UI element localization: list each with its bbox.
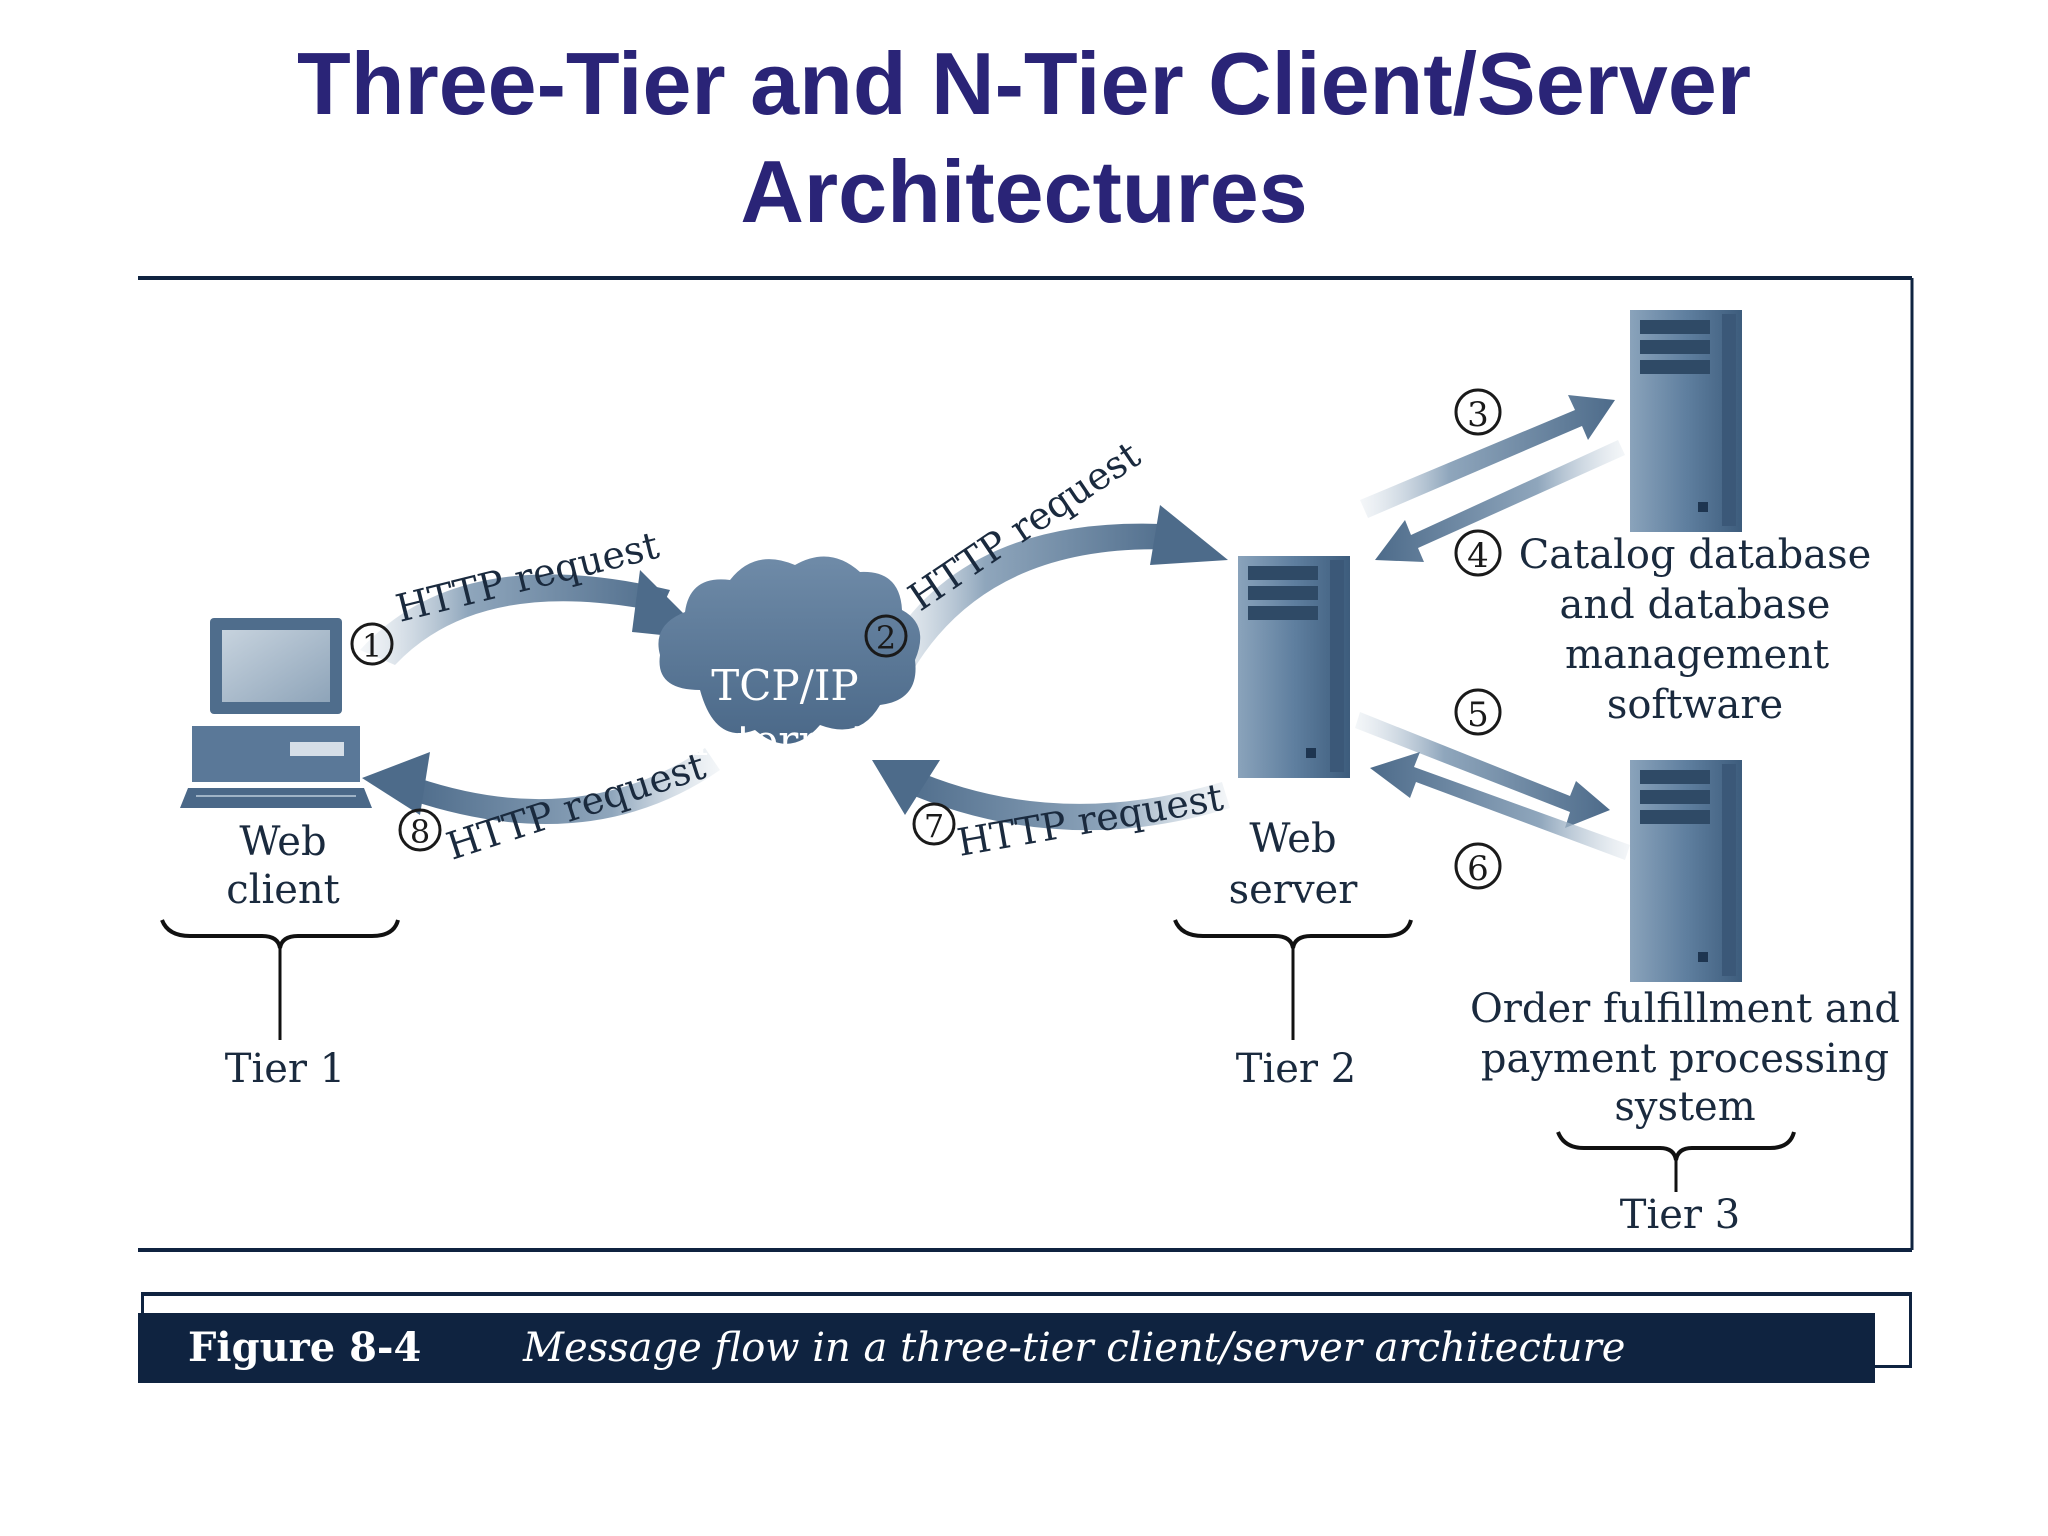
catalog-label-line-3: management xyxy=(1565,632,1829,678)
figure-caption-text: Message flow in a three-tier client/serv… xyxy=(523,1325,1626,1371)
tier-2-brace xyxy=(1173,919,1413,1040)
arrow-3 xyxy=(1360,395,1615,518)
step-5-number: 5 xyxy=(1467,695,1489,735)
tier-1-brace xyxy=(160,919,400,1040)
arrow-1-text: HTTP request xyxy=(392,523,664,631)
catalog-label-line-2: and database xyxy=(1560,582,1831,628)
figure-number: Figure 8-4 xyxy=(188,1324,422,1371)
cloud-label-line-1: TCP/IP xyxy=(711,661,858,710)
web-client-label-line-2: client xyxy=(226,867,340,913)
arrow-8-http-request xyxy=(362,748,720,824)
tier-3-brace xyxy=(1556,1131,1796,1192)
catalog-label-line-1: Catalog database xyxy=(1519,532,1872,578)
catalog-server-tower-icon xyxy=(1630,310,1742,532)
cloud-label-line-2: Internet xyxy=(693,716,867,765)
web-server-label-line-1: Web xyxy=(1249,816,1336,862)
internet-cloud-icon xyxy=(658,556,921,744)
step-6-badge: 6 xyxy=(1454,842,1502,890)
web-client-label-line-1: Web xyxy=(239,819,326,865)
step-4-number: 4 xyxy=(1467,536,1489,576)
order-label-line-1: Order fulfillment and xyxy=(1470,986,1900,1032)
tier-1-label: Tier 1 xyxy=(225,1046,345,1092)
web-client-computer-icon xyxy=(180,618,372,808)
order-label-line-3: system xyxy=(1614,1084,1755,1130)
step-3-number: 3 xyxy=(1467,395,1489,435)
step-7-number: 7 xyxy=(924,807,944,845)
arrow-7-http-request xyxy=(872,760,1230,831)
title-line-2: Architectures xyxy=(740,142,1308,241)
arrow-5 xyxy=(1355,712,1610,828)
order-label-line-2: payment processing xyxy=(1481,1036,1889,1082)
figure-caption: Figure 8-4 Message flow in a three-tier … xyxy=(138,1313,1875,1383)
arrow-4 xyxy=(1375,440,1625,562)
step-6-number: 6 xyxy=(1467,849,1489,889)
web-server-label-line-2: server xyxy=(1229,867,1359,913)
order-server-tower-icon xyxy=(1630,760,1742,982)
step-5-badge: 5 xyxy=(1454,688,1502,736)
slide-title: Three-Tier and N-Tier Client/Server Arch… xyxy=(0,30,2048,246)
diagram-frame xyxy=(138,276,1914,1252)
step-1-number: 1 xyxy=(362,627,382,665)
arrow-6 xyxy=(1370,752,1630,860)
step-2-number: 2 xyxy=(876,619,896,657)
step-3-badge: 3 xyxy=(1454,388,1502,436)
title-line-1: Three-Tier and N-Tier Client/Server xyxy=(296,34,1752,133)
step-4-badge: 4 xyxy=(1454,529,1502,577)
tier-2-label: Tier 2 xyxy=(1236,1046,1356,1092)
tier-3-label: Tier 3 xyxy=(1620,1192,1740,1238)
web-server-tower-icon xyxy=(1238,556,1350,778)
catalog-label-line-4: software xyxy=(1607,682,1783,728)
step-8-number: 8 xyxy=(410,813,430,851)
arrow-7-text: HTTP request xyxy=(954,775,1226,865)
